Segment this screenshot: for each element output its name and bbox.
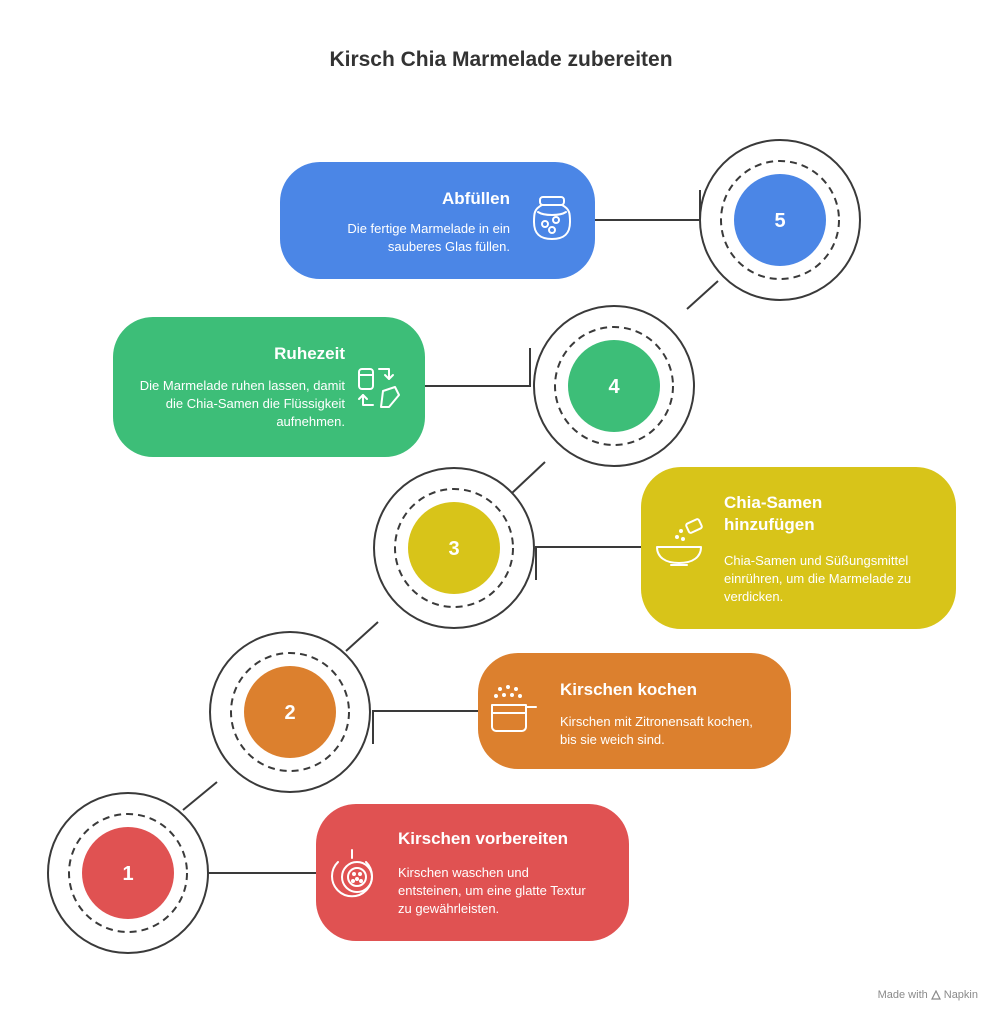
cherry-plate-icon [326,848,378,900]
step-color-4 [568,340,660,432]
step-number-5: 5 [774,210,785,232]
step-color-2 [244,666,336,758]
step-card-5: Abfüllen Die fertige Marmelade in ein sa… [280,162,595,279]
step-description-2: Kirschen mit Zitronensaft kochen, bis si… [560,714,753,747]
step-color-1 [82,827,174,919]
transfer-jar-icon [353,361,405,413]
step-circle-1: 1 [47,792,209,954]
step-circle-2: 2 [209,631,371,793]
step-card-2: Kirschen kochen Kirschen mit Zitronensaf… [478,653,791,769]
step-color-3 [408,502,500,594]
step-description-3: Chia-Samen und Süßungsmittel einrühren, … [724,553,912,604]
footer-prefix: Made with [877,989,928,1001]
step-number-1: 1 [122,863,133,885]
step-description-4: Die Marmelade ruhen lassen, damit die Ch… [139,378,345,429]
footer-credit: Made with Napkin [878,989,978,1001]
cooking-pot-icon [486,683,538,735]
seeds-bowl-icon [653,517,705,569]
step-card-3: Chia-Samen hinzufügen Chia-Samen und Süß… [641,467,956,629]
step-circle-3: 3 [373,467,535,629]
step-card-1: Kirschen vorbereiten Kirschen waschen un… [316,804,629,941]
step-number-4: 4 [608,376,620,398]
diagonal-connectors [182,280,719,811]
jam-jar-icon [526,192,578,244]
step-description-5: Die fertige Marmelade in ein sauberes Gl… [347,221,510,254]
diagram-title: Kirsch Chia Marmelade zubereiten [329,48,673,71]
step-title-1: Kirschen vorbereiten [398,829,569,848]
napkin-logo-icon [930,990,941,1000]
step-color-5 [734,174,826,266]
step-circle-5: 5 [699,139,861,301]
step-title-4: Ruhezeit [274,344,345,363]
step-title-2: Kirschen kochen [560,680,697,699]
step-circle-4: 4 [533,305,695,467]
step-title-5: Abfüllen [442,189,510,208]
step-number-3: 3 [448,538,459,560]
step-number-2: 2 [284,702,295,724]
footer-brand: Napkin [943,989,978,1001]
step-title-3: Chia-Samen hinzufügen [724,493,823,534]
step-description-1: Kirschen waschen und entsteinen, um eine… [398,865,586,916]
step-card-4: Ruhezeit Die Marmelade ruhen lassen, dam… [113,317,425,457]
